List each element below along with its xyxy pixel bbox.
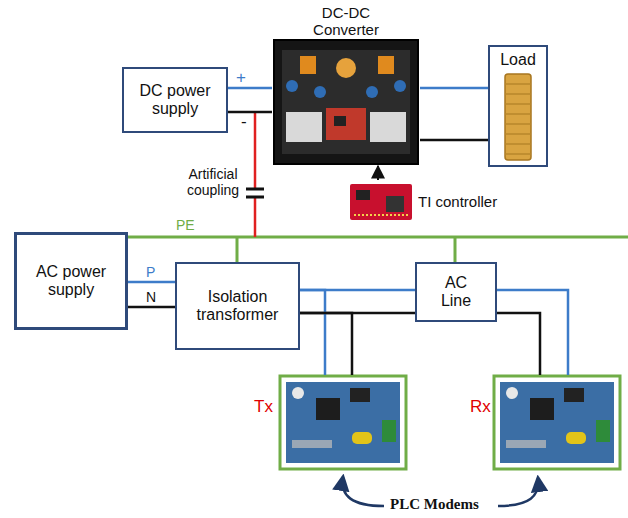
heatsink: [370, 112, 406, 142]
coupling-wire: [254, 112, 257, 237]
wire: [300, 290, 325, 375]
ti-board: [350, 184, 412, 220]
chip: [316, 398, 340, 420]
modem-pcb: [286, 382, 400, 463]
capacitor: [366, 86, 378, 98]
inductor: [378, 56, 394, 74]
terminal: [382, 420, 396, 442]
wire-name: N: [146, 289, 156, 305]
control-arrow: [377, 166, 379, 180]
pe-wire: [128, 237, 628, 262]
capacitor: [394, 80, 406, 92]
modem-pcb: [500, 382, 614, 463]
wire: [420, 87, 488, 90]
chip: [356, 190, 370, 200]
modem-frame: [280, 376, 406, 469]
wire: [420, 139, 488, 142]
capacitor-symbol: [246, 189, 264, 197]
wire-name: PE: [176, 217, 195, 233]
header-pins: [354, 214, 408, 216]
converter-photo: [274, 40, 418, 164]
load-box: Load: [488, 45, 548, 167]
modem-box: Tx: [250, 375, 408, 471]
pointer-arrow: [343, 477, 384, 506]
modem-box: Rx: [466, 375, 624, 471]
converter-unit: DC-DC Converter: [272, 2, 420, 166]
controller-board: TI controller: [346, 180, 514, 224]
wire: [228, 87, 272, 90]
coupling-label: Artificial coupling: [176, 166, 250, 198]
process-box: Isolation transformer: [175, 262, 300, 350]
box-label: Isolation transformer: [185, 288, 290, 325]
wire: [300, 313, 352, 375]
component: [292, 387, 304, 399]
wire: [128, 281, 175, 284]
wire-name: P: [146, 264, 155, 280]
modem-box-label: Rx: [470, 397, 491, 417]
box-label: AC power supply: [33, 263, 109, 300]
modem-board: [280, 376, 406, 469]
wire: [497, 290, 568, 375]
load-box-label: Load: [490, 51, 546, 69]
inductor: [336, 58, 356, 78]
chip: [386, 196, 404, 212]
inductor: [300, 56, 316, 74]
capacitor: [314, 86, 326, 98]
box-label: DC power supply: [132, 82, 218, 119]
converter-board: [282, 50, 410, 154]
wire: [497, 313, 540, 375]
resistor-fins: [505, 84, 531, 154]
controller-board-label: TI controller: [418, 193, 512, 210]
terminal-sign: +: [236, 68, 246, 88]
terminal: [596, 420, 610, 442]
connector: [506, 440, 546, 448]
chip: [530, 398, 554, 420]
chip: [564, 388, 584, 402]
pointer-arrow: [498, 478, 538, 506]
modem-board: [494, 376, 620, 469]
process-box: DC power supply: [122, 67, 228, 133]
resistor-body: [505, 74, 531, 160]
terminal-sign: -: [241, 112, 247, 132]
process-box: AC power supply: [14, 232, 128, 330]
wire: [228, 111, 272, 114]
process-box: AC Line: [415, 262, 497, 322]
group-label: PLC Modems: [390, 496, 479, 513]
board-pcb: [350, 184, 412, 220]
control-board: [326, 108, 366, 140]
capacitor: [286, 80, 298, 92]
converter-housing: [274, 40, 418, 164]
converter-unit-label: DC-DC Converter: [296, 4, 396, 39]
load-resistor: [505, 74, 531, 160]
modem-box-label: Tx: [254, 397, 273, 417]
chip: [350, 388, 370, 402]
chip: [334, 116, 346, 126]
modem-frame: [494, 376, 620, 469]
component: [566, 432, 586, 444]
box-label: AC Line: [435, 274, 477, 311]
wire: [128, 306, 175, 309]
connector: [292, 440, 332, 448]
component: [352, 432, 372, 444]
component: [506, 387, 518, 399]
heatsink: [286, 112, 322, 142]
